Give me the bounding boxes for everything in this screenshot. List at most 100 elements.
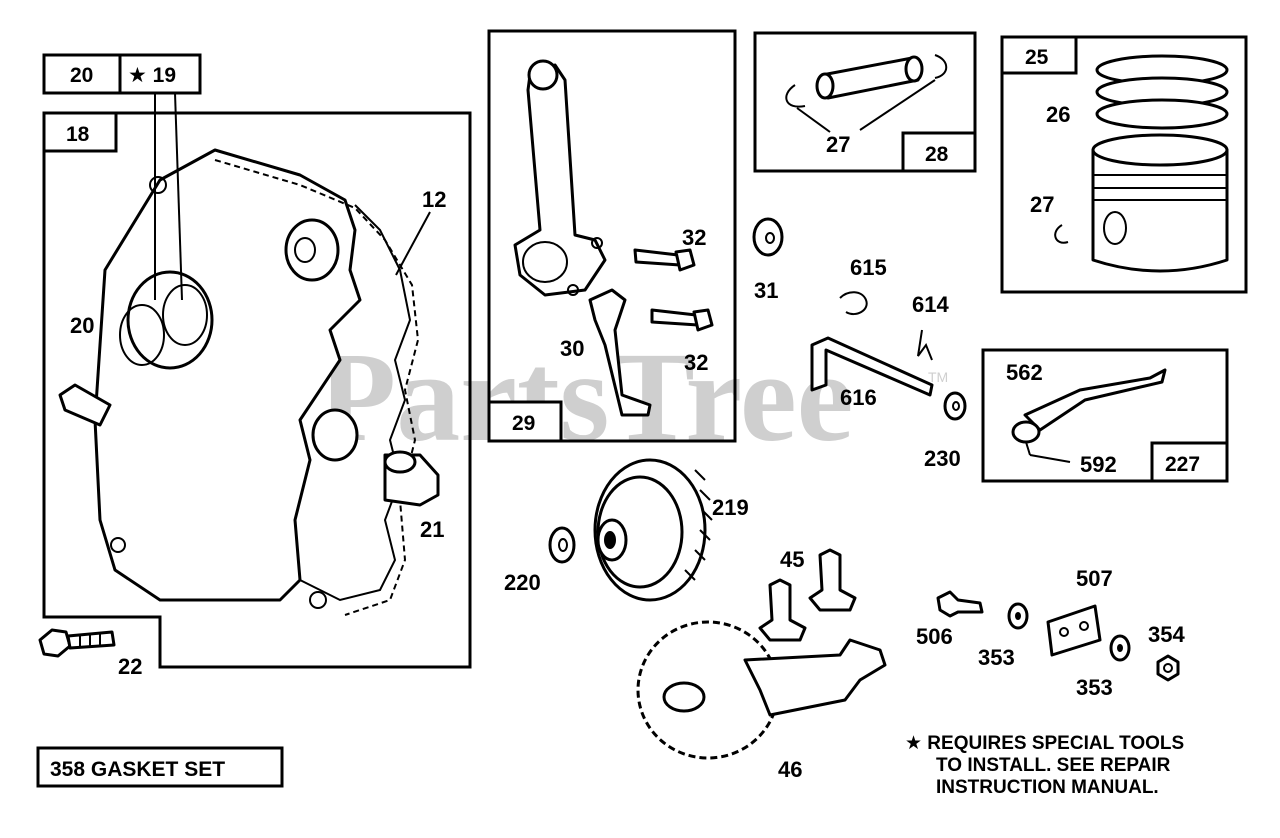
gasket-set-group: 358 GASKET SET: [36, 746, 284, 788]
retainer-27b[interactable]: [934, 54, 948, 79]
box-19-label: ★ 19: [128, 64, 176, 87]
label-614: 614: [912, 292, 949, 317]
box-29-label: 29: [512, 412, 535, 435]
clip-615[interactable]: [839, 291, 868, 316]
box-18-label: 18: [66, 123, 90, 146]
note-line-1: ★ REQUIRES SPECIAL TOOLS: [905, 733, 1184, 754]
frame-29: [487, 29, 737, 443]
label-45: 45: [780, 547, 804, 572]
box-227[interactable]: [1150, 441, 1229, 483]
governor-shaft-616[interactable]: [810, 336, 934, 397]
label-27a: 27: [826, 132, 850, 157]
cover-hole-2: [309, 591, 327, 609]
watermark-tm: TM: [928, 369, 948, 385]
connecting-rod[interactable]: [513, 63, 607, 297]
frame-25: [1000, 35, 1248, 294]
connecting-rod-group: 29 32 32 30: [487, 29, 737, 443]
oil-seal-20[interactable]: [126, 270, 214, 370]
cover-hole-1: [149, 176, 167, 194]
washer-31[interactable]: [752, 217, 784, 257]
cover-boss-top: [284, 218, 340, 282]
label-353b: 353: [1076, 675, 1113, 700]
governor-lever-562[interactable]: [1023, 368, 1167, 432]
label-27b: 27: [1030, 192, 1054, 217]
camshaft-group: 45 46: [636, 547, 887, 782]
screw-592[interactable]: [1025, 441, 1031, 456]
rod-bolt-32a[interactable]: [633, 248, 682, 267]
box-28[interactable]: [901, 131, 977, 173]
governor-linkage-group: 615 614 616 230: [810, 255, 967, 471]
oil-dipper-30[interactable]: [588, 288, 652, 417]
watermark-text: PartsTree: [318, 326, 853, 468]
label-21: 21: [420, 517, 444, 542]
piston-pin-group: 28 27: [753, 31, 977, 173]
gasket-12[interactable]: [214, 159, 420, 616]
lever-clamp: [1011, 420, 1041, 444]
label-32b: 32: [684, 350, 708, 375]
box-25[interactable]: [1000, 35, 1078, 75]
piston-pin-bore: [1103, 211, 1127, 245]
cam-gear-46[interactable]: [636, 620, 780, 760]
bolt-22-group: 22: [38, 628, 142, 679]
label-353a: 353: [978, 645, 1015, 670]
box-227-label: 227: [1165, 453, 1200, 476]
oil-seal-20-lip: [119, 304, 165, 366]
washer-230[interactable]: [943, 391, 967, 421]
part-21-cap: [383, 450, 417, 474]
piston[interactable]: [1091, 148, 1229, 273]
label-562: 562: [1006, 360, 1043, 385]
cover-tab-left: [58, 383, 112, 427]
retainer-27a[interactable]: [785, 84, 806, 108]
note-line-3: INSTRUCTION MANUAL.: [936, 777, 1159, 798]
piston-ring-3[interactable]: [1095, 98, 1229, 130]
box-29[interactable]: [487, 400, 563, 443]
piston-group: 25 26 27: [1000, 35, 1248, 294]
leader-19: [174, 92, 183, 301]
oil-seal-20-inner: [162, 284, 208, 346]
label-219: 219: [712, 495, 749, 520]
rod-bolt-32b[interactable]: [650, 308, 700, 327]
cover-boss-top-hole: [294, 237, 316, 263]
cover-flange: [299, 204, 412, 602]
bolt-22-head[interactable]: [38, 628, 72, 658]
special-tools-note: ★ REQUIRES SPECIAL TOOLS TO INSTALL. SEE…: [905, 733, 1184, 798]
label-22: 22: [118, 654, 142, 679]
washer-31-group: 31: [752, 217, 784, 303]
frame-28: [753, 31, 977, 173]
box-19[interactable]: [118, 53, 202, 95]
cover-hole-3: [110, 537, 126, 553]
label-592: 592: [1080, 452, 1117, 477]
label-32a: 32: [682, 225, 706, 250]
tappet-45b[interactable]: [808, 548, 857, 612]
leader-12: [395, 211, 431, 276]
label-31: 31: [754, 278, 778, 303]
gasket-set-box[interactable]: [36, 746, 284, 788]
gasket-set-label: 358 GASKET SET: [50, 758, 225, 781]
piston-pin[interactable]: [820, 56, 920, 100]
box-20[interactable]: [42, 53, 122, 95]
frame-18: [42, 111, 472, 669]
box-25-label: 25: [1025, 46, 1049, 69]
label-46: 46: [778, 757, 802, 782]
label-12: 12: [422, 187, 446, 212]
tappet-45a[interactable]: [758, 578, 807, 642]
label-20: 20: [70, 313, 94, 338]
rod-big-end-bore: [522, 241, 568, 283]
pin-614[interactable]: [917, 329, 933, 361]
governor-lever-group: 227 562 592: [981, 348, 1229, 483]
crankcase-cover[interactable]: [93, 148, 362, 602]
plate-507[interactable]: [1046, 604, 1102, 657]
label-30: 30: [560, 336, 584, 361]
box-18[interactable]: [42, 111, 118, 153]
camshaft-46[interactable]: [743, 638, 887, 717]
screw-506[interactable]: [936, 590, 984, 618]
hardware-group: 506 353 507 353 354: [916, 566, 1185, 700]
retainer-27c[interactable]: [1054, 224, 1069, 244]
washer-220[interactable]: [548, 526, 576, 564]
nut-354[interactable]: [1156, 654, 1180, 682]
cover-boss-mid: [311, 408, 359, 462]
label-615: 615: [850, 255, 887, 280]
box-28-label: 28: [925, 143, 949, 166]
